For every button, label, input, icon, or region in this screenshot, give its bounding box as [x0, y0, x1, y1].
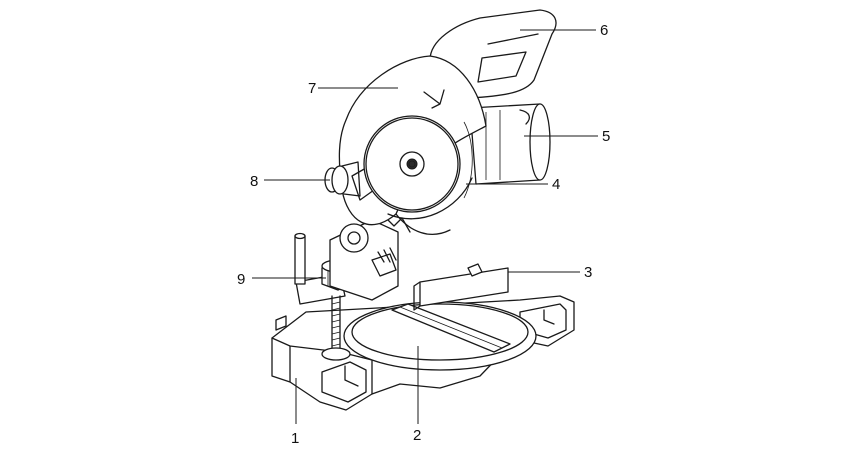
- callout-1: 1: [291, 430, 299, 447]
- turntable[interactable]: [343, 301, 537, 371]
- callout-7: 7: [308, 80, 316, 97]
- saw-arm-pivot: [329, 215, 411, 301]
- motor-housing: [469, 103, 551, 185]
- lower-guard: [377, 213, 451, 263]
- callout-2: 2: [413, 427, 421, 444]
- leader-lines: [252, 29, 598, 424]
- callout-6: 6: [600, 22, 608, 39]
- callout-8: 8: [250, 173, 258, 190]
- callout-5: 5: [602, 128, 610, 145]
- saw-blade: [363, 115, 473, 220]
- callout-labels: 1 2 3 4 5 6 7 8 9: [237, 22, 610, 447]
- callout-9: 9: [237, 271, 245, 288]
- callout-4: 4: [552, 176, 560, 193]
- callout-3: 3: [584, 264, 592, 281]
